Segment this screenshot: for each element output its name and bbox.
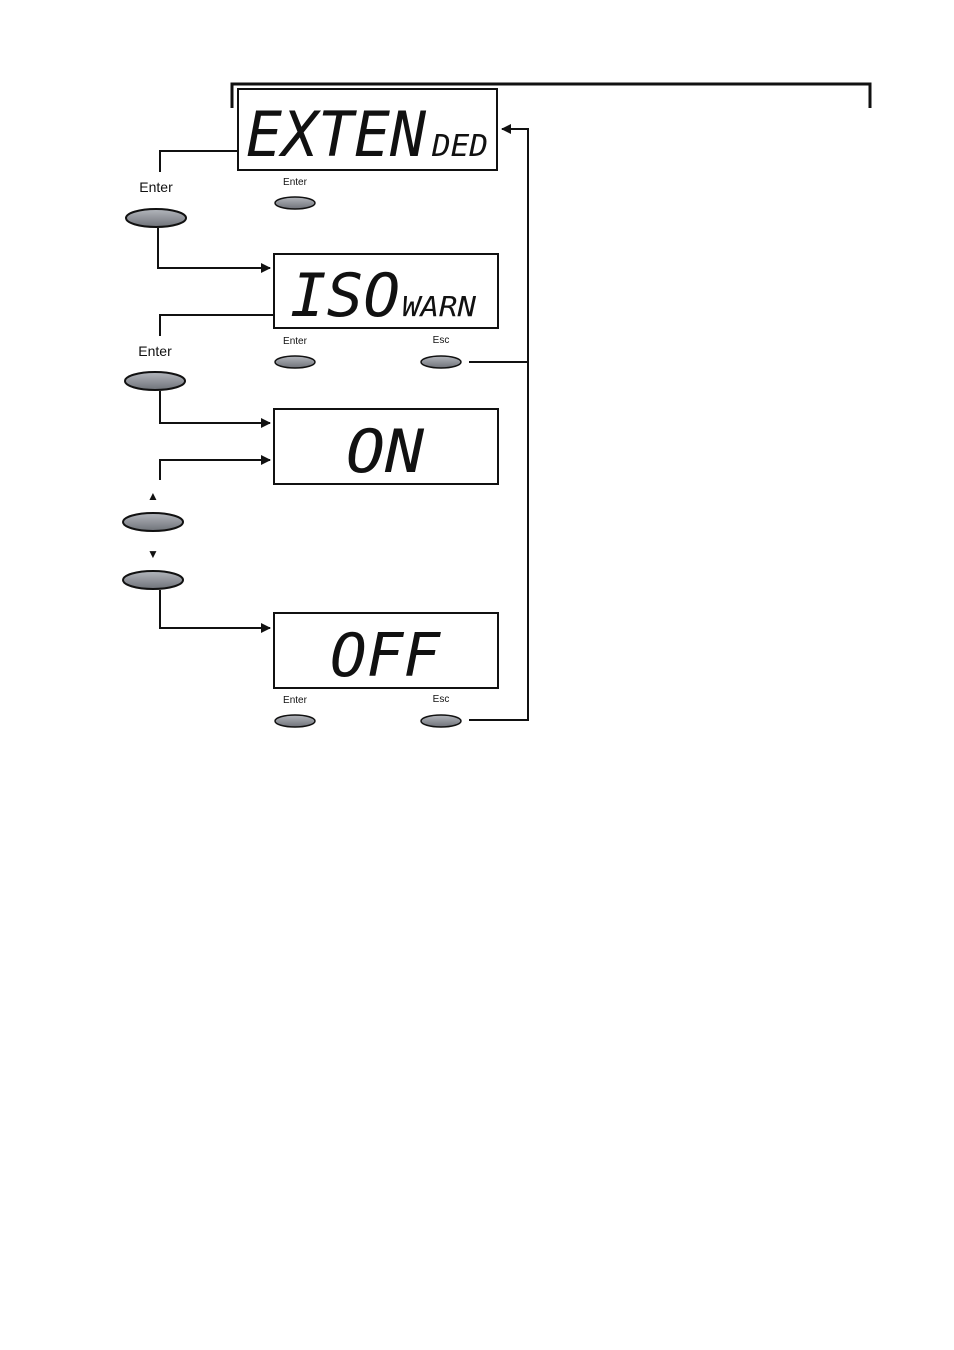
top-bracket-line: [230, 82, 872, 108]
connector-arrow: [159, 391, 271, 428]
up-button[interactable]: [122, 512, 184, 532]
enter-button-small-label: Enter: [283, 336, 308, 347]
enter-button-small[interactable]: [274, 196, 316, 210]
display-on: ON: [273, 408, 499, 487]
down-arrow-icon: ▼: [147, 547, 159, 561]
enter-button[interactable]: [125, 208, 187, 228]
display-isowarn: ISO WARN: [273, 253, 499, 331]
display-isowarn-sub: WARN: [402, 290, 476, 323]
esc-button[interactable]: [420, 355, 462, 369]
up-arrow-icon: ▲: [147, 489, 159, 503]
enter-button-small[interactable]: [274, 714, 316, 728]
esc-button-label: Esc: [433, 694, 450, 705]
display-isowarn-main: ISO: [290, 261, 400, 331]
down-button[interactable]: [122, 570, 184, 590]
connector-line: [159, 150, 238, 172]
enter-button-small[interactable]: [274, 355, 316, 369]
enter-button-label: Enter: [138, 343, 172, 359]
esc-button-label: Esc: [433, 335, 450, 346]
display-extended-sub: DED: [431, 129, 488, 164]
display-off-main: OFF: [330, 621, 441, 691]
connector-arrow: [159, 455, 271, 480]
enter-button[interactable]: [124, 371, 186, 391]
display-extended-main: EXTEN: [246, 98, 427, 171]
display-extended: EXTEN DED: [237, 88, 498, 171]
connector-line: [159, 314, 274, 336]
enter-button-small-label: Enter: [283, 177, 308, 188]
enter-button-label: Enter: [139, 179, 173, 195]
connector-arrow: [157, 228, 271, 273]
display-on-main: ON: [346, 417, 425, 487]
connector-arrow: [159, 590, 271, 633]
display-off: OFF: [273, 612, 499, 691]
enter-button-small-label: Enter: [283, 695, 308, 706]
esc-return-arrow: [469, 124, 529, 721]
esc-button[interactable]: [420, 714, 462, 728]
